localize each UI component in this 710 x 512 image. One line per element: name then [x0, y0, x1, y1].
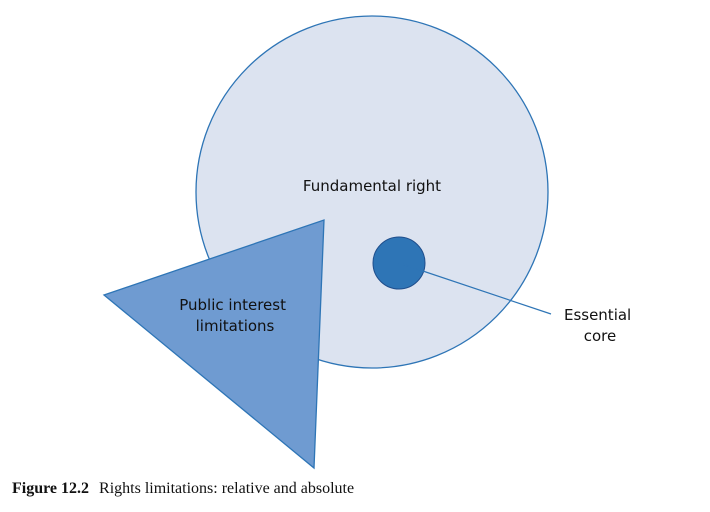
core-label-line-2: core [584, 327, 617, 345]
core-label-line-1: Essential [564, 306, 631, 324]
public-interest-limitations-triangle [102, 219, 325, 470]
triangle-label-line-1: Public interest [179, 296, 286, 314]
triangle-label-line-2: limitations [196, 317, 275, 335]
essential-core-label: Essential core [564, 306, 636, 345]
figure-number: Figure 12.2 [12, 480, 90, 497]
essential-core-leader-line [398, 262, 552, 315]
figure-caption: Figure 12.2 Rights limitations: relative … [12, 480, 354, 498]
fundamental-right-label: Fundamental right [303, 177, 441, 195]
public-interest-limitations-label: Public interest limitations [179, 296, 291, 335]
figure-caption-text: Rights limitations: relative and absolut… [99, 480, 355, 497]
